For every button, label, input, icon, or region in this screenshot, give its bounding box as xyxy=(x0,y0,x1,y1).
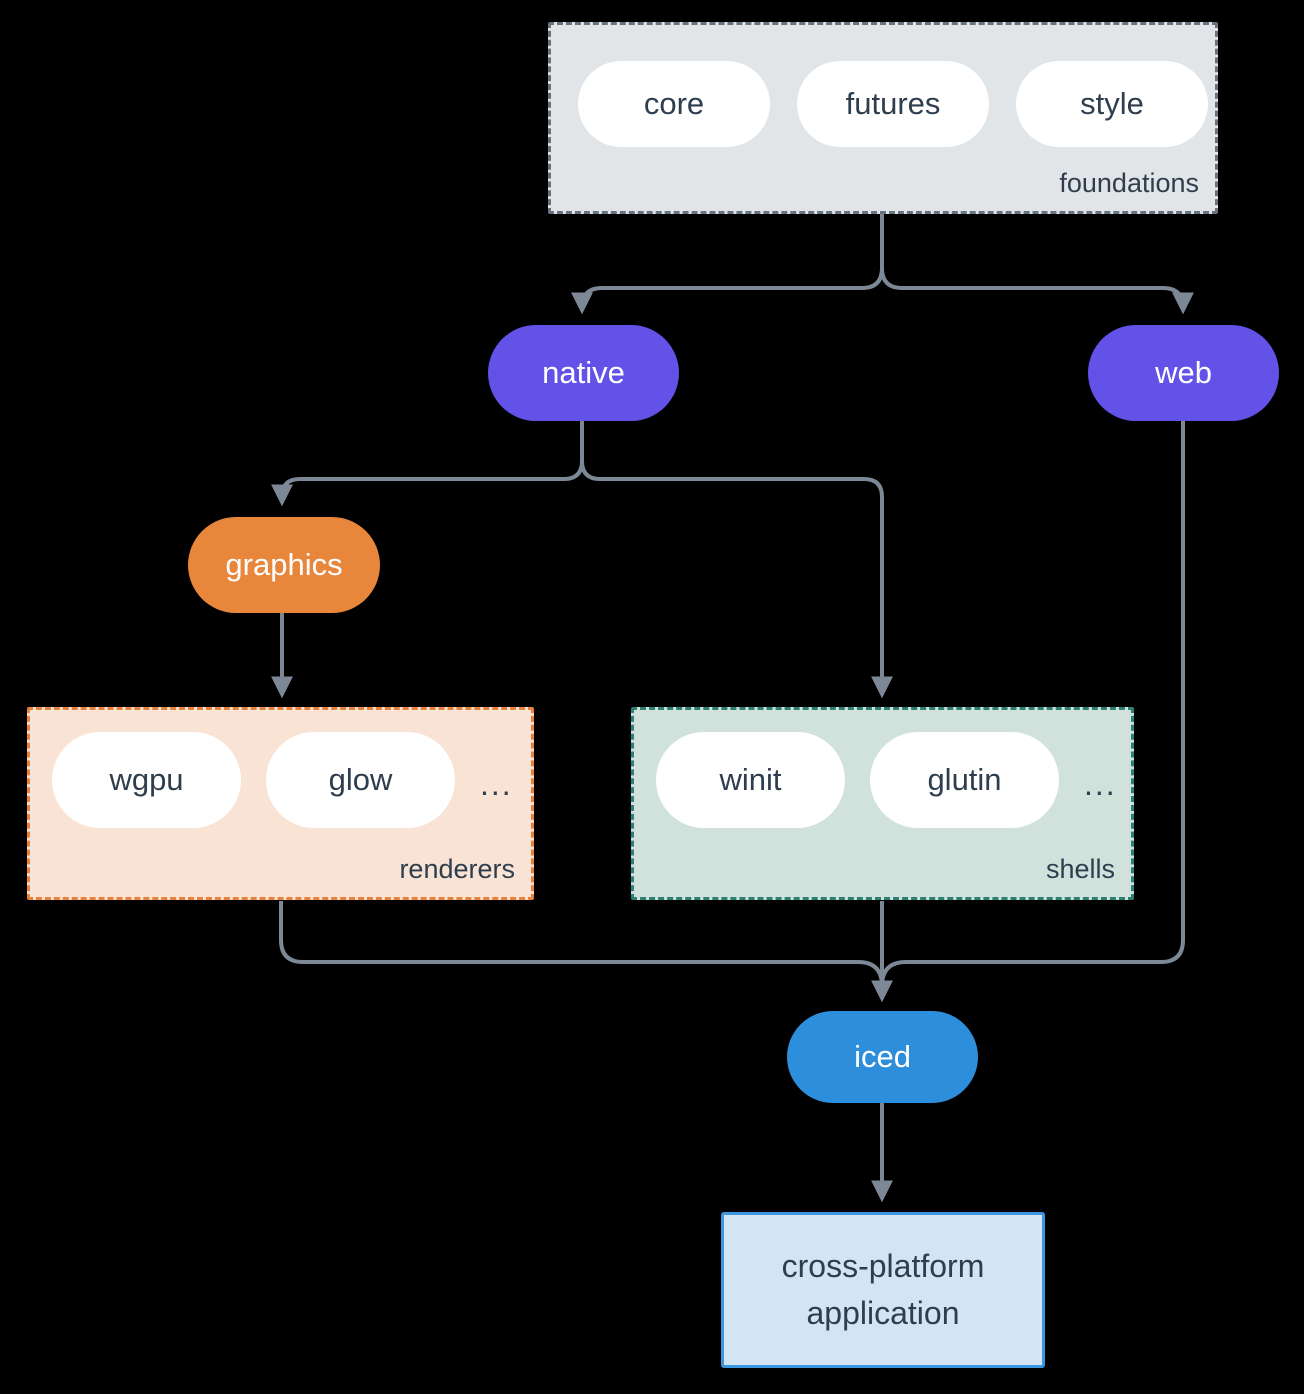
node-futures: futures xyxy=(797,61,989,147)
node-style: style xyxy=(1016,61,1208,147)
node-native: native xyxy=(488,325,679,421)
edge-native-graphics xyxy=(271,421,584,507)
shells-ellipsis: ... xyxy=(1084,765,1117,802)
group-renderers: wgpu glow ... renderers xyxy=(27,707,534,900)
node-core: core xyxy=(578,61,770,147)
app-label-line1: cross-platform xyxy=(781,1248,985,1284)
shells-group-label: shells xyxy=(1045,854,1115,884)
node-wgpu: wgpu xyxy=(52,732,241,828)
cross-platform-application-box: cross-platform application xyxy=(721,1212,1045,1368)
edge-web-merge xyxy=(880,421,1185,987)
node-glow: glow xyxy=(266,732,455,828)
node-winit: winit xyxy=(656,732,845,828)
renderers-pill-row: wgpu glow ... xyxy=(30,710,531,828)
group-foundations: core futures style foundations xyxy=(548,22,1218,214)
edge-foundations-native xyxy=(571,214,884,315)
group-shells: winit glutin ... shells xyxy=(631,707,1134,900)
node-web: web xyxy=(1088,325,1279,421)
node-graphics: graphics xyxy=(188,517,380,613)
shells-pill-row: winit glutin ... xyxy=(634,710,1131,828)
edge-renderers-merge xyxy=(279,901,884,987)
edge-native-shells xyxy=(580,421,893,699)
foundations-pill-row: core futures style xyxy=(551,25,1215,147)
renderers-group-label: renderers xyxy=(399,854,515,884)
foundations-group-label: foundations xyxy=(1059,168,1199,198)
node-iced: iced xyxy=(787,1011,978,1103)
renderers-ellipsis: ... xyxy=(480,765,513,802)
app-label-line2: application xyxy=(806,1295,960,1331)
node-glutin: glutin xyxy=(870,732,1059,828)
edge-foundations-web xyxy=(880,214,1194,315)
